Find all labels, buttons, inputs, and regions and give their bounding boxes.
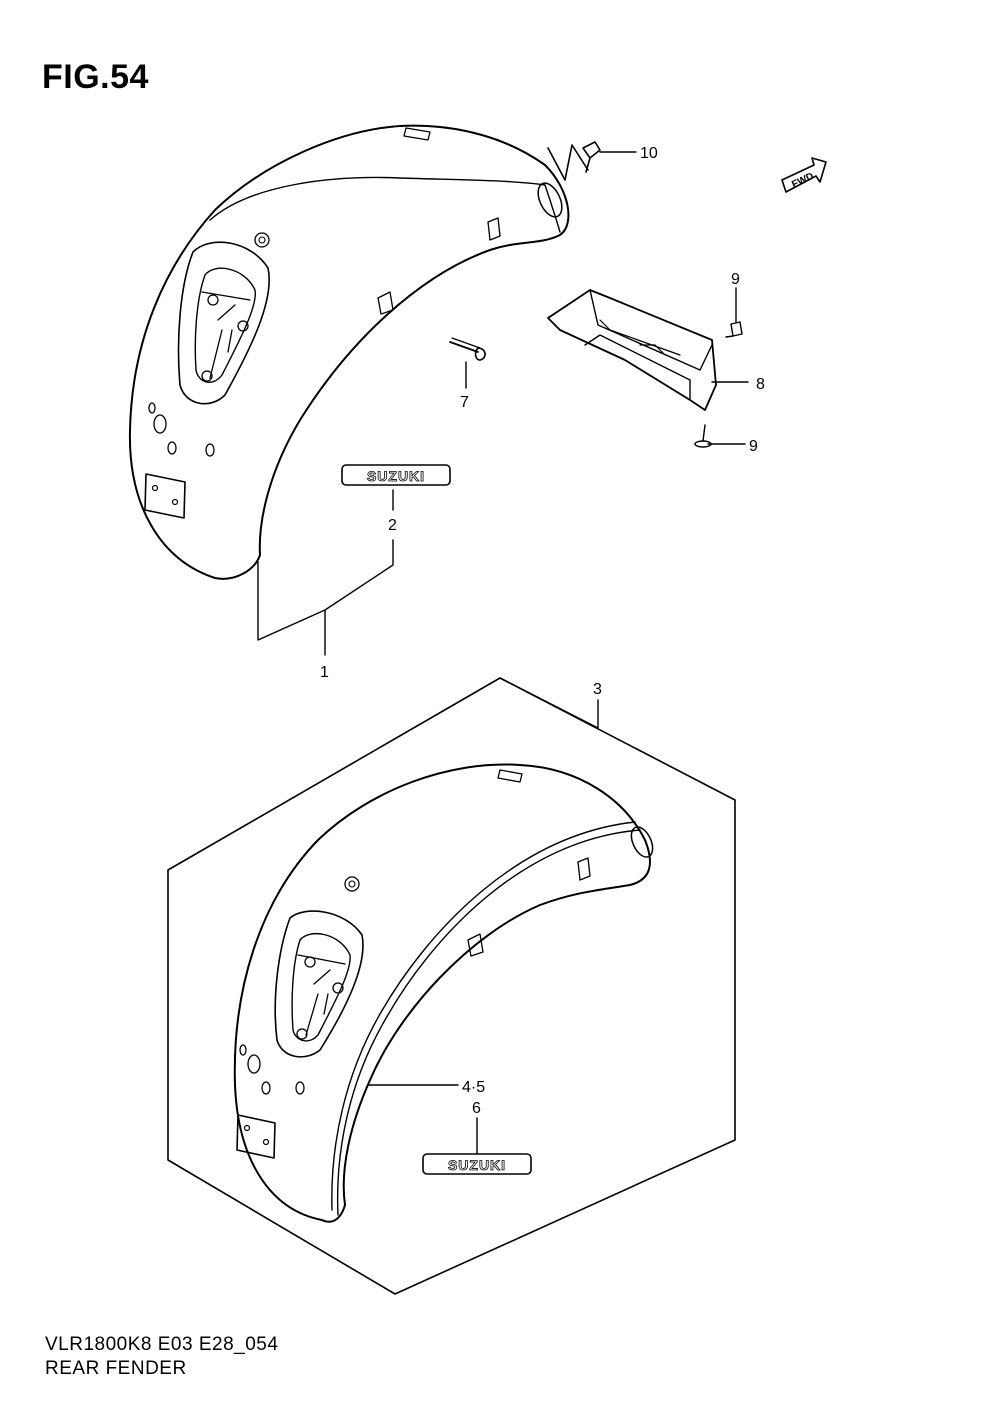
bolt-7	[449, 337, 486, 361]
callout-4-5: 4·5	[462, 1079, 485, 1096]
callout-1: 1	[320, 664, 329, 681]
figure-title: FIG.54	[42, 58, 149, 96]
fender-bracket-8	[547, 289, 717, 411]
screw-9-top	[725, 321, 743, 338]
callout-9-top: 9	[731, 271, 740, 288]
callout-8: 8	[756, 376, 765, 393]
callout-7: 7	[460, 394, 469, 411]
callout-9-bottom: 9	[749, 438, 758, 455]
emblem-text-upper: SUZUKI	[367, 468, 425, 484]
leader-lines	[257, 151, 749, 1155]
emblem-suzuki-upper	[341, 464, 451, 486]
bolt-10	[547, 141, 601, 181]
callout-3: 3	[593, 681, 602, 698]
rear-fender-upper	[128, 124, 570, 580]
callout-2: 2	[388, 517, 397, 534]
upper-bracket-recess	[177, 241, 270, 405]
callout-6: 6	[472, 1100, 481, 1117]
lower-bracket-recess	[274, 910, 364, 1058]
forward-arrow-icon	[781, 157, 827, 193]
model-code: VLR1800K8 E03 E28_054	[45, 1334, 279, 1355]
set-outline-hexagon	[167, 677, 736, 1295]
emblem-text-lower: SUZUKI	[448, 1157, 506, 1173]
rear-fender-lower	[233, 763, 654, 1223]
callout-labels: 10 9 8 9 7 2 1 3 4·5 6	[320, 145, 765, 1117]
callout-10: 10	[640, 145, 658, 162]
figure-caption: REAR FENDER	[45, 1358, 187, 1379]
